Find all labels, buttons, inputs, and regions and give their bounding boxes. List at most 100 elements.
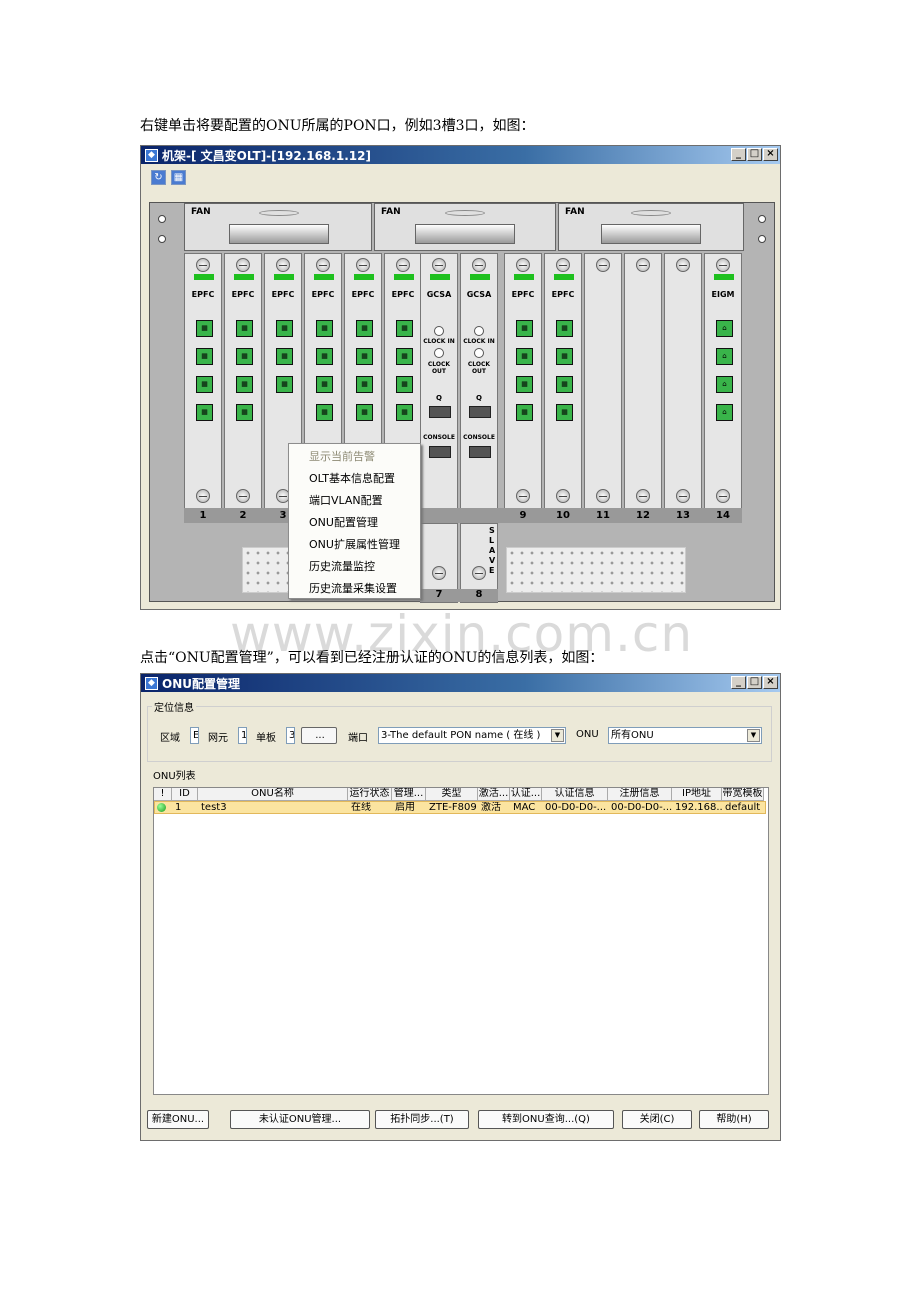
pon-port[interactable]: ▦ [196,348,213,365]
pon-port[interactable]: ▦ [196,376,213,393]
slot-3[interactable]: EPFC▦▦▦ [264,253,302,523]
fan-unit-3[interactable]: FAN [558,203,744,251]
slot-10[interactable]: EPFC▦▦▦▦ [544,253,582,523]
pon-port[interactable]: ▦ [516,320,533,337]
column-header[interactable]: 类型 [426,788,478,800]
menu-item-show-alarms[interactable]: 显示当前告警 [309,450,375,463]
pon-port[interactable]: ▦ [556,376,573,393]
minimize-button[interactable]: _ [731,148,746,161]
pon-port[interactable]: ▦ [516,404,533,421]
menu-item-onu-ext-attr[interactable]: ONU扩展属性管理 [309,538,400,551]
close-button[interactable]: × [763,148,778,161]
slot-13[interactable] [664,253,702,523]
pon-port[interactable]: ▦ [396,376,413,393]
pon-port[interactable]: ▦ [356,376,373,393]
pon-port[interactable]: ▦ [316,348,333,365]
close-button[interactable]: × [763,676,778,689]
rack-window-titlebar[interactable]: ◆ 机架-[ 文昌变OLT]-[192.168.1.12] _ □ × [141,146,780,164]
column-header[interactable]: IP地址 [672,788,722,800]
pon-port[interactable]: ▦ [276,348,293,365]
console-port[interactable] [469,446,491,458]
pon-port[interactable]: ▦ [356,320,373,337]
menu-item-olt-basic-config[interactable]: OLT基本信息配置 [309,472,395,485]
maximize-button[interactable]: □ [747,148,762,161]
pon-port[interactable]: ▦ [556,348,573,365]
pon-port[interactable]: ▦ [236,404,253,421]
slot-11[interactable] [584,253,622,523]
pon-port[interactable]: ▦ [516,376,533,393]
slot-2[interactable]: EPFC▦▦▦▦ [224,253,262,523]
column-header[interactable]: 认证... [510,788,542,800]
column-header[interactable]: ONU名称 [198,788,348,800]
pon-port[interactable]: ▦ [236,320,253,337]
board-field[interactable]: 3 [286,727,295,744]
chevron-down-icon[interactable]: ▼ [551,729,564,742]
clock-in-port[interactable] [474,326,484,336]
column-header[interactable]: ID [172,788,198,800]
refresh-icon[interactable]: ↻ [151,170,166,185]
pon-port[interactable]: ▦ [396,320,413,337]
region-field[interactable]: E [190,727,199,744]
column-header[interactable]: 认证信息 [542,788,608,800]
more-button[interactable]: ... [301,727,337,744]
column-header[interactable]: 管理... [392,788,426,800]
pon-port[interactable]: ▦ [516,348,533,365]
ge-port[interactable]: ⌂ [716,348,733,365]
slot-9[interactable]: EPFC▦▦▦▦ [504,253,542,523]
slot-1[interactable]: EPFC▦▦▦▦ [184,253,222,523]
pon-port[interactable]: ▦ [316,376,333,393]
minimize-button[interactable]: _ [731,676,746,689]
q-port[interactable] [469,406,491,418]
help-button[interactable]: 帮助(H) [699,1110,769,1129]
column-header[interactable]: 激活... [478,788,510,800]
pon-port[interactable]: ▦ [276,376,293,393]
column-header[interactable]: 带宽模板 [722,788,764,800]
slot-14[interactable]: EIGM⌂⌂⌂⌂ [704,253,742,523]
menu-item-history-traffic[interactable]: 历史流量监控 [309,560,375,573]
slot-8-lower[interactable]: SLAVE [460,523,498,603]
column-header[interactable]: 运行状态 [348,788,392,800]
pon-port[interactable]: ▦ [316,320,333,337]
pon-port[interactable]: ▦ [196,404,213,421]
pon-port[interactable]: ▦ [356,348,373,365]
column-header[interactable]: ! [154,788,172,800]
pon-port[interactable]: ▦ [316,404,333,421]
pon-port[interactable]: ▦ [276,320,293,337]
ge-port[interactable]: ⌂ [716,320,733,337]
pon-port[interactable]: ▦ [556,320,573,337]
fan-unit-1[interactable]: FAN [184,203,372,251]
pon-port[interactable]: ▦ [396,348,413,365]
pon-port[interactable]: ▦ [356,404,373,421]
clock-out-port[interactable] [474,348,484,358]
fan-unit-2[interactable]: FAN [374,203,556,251]
console-port[interactable] [429,446,451,458]
pon-port[interactable]: ▦ [236,376,253,393]
menu-item-port-vlan-config[interactable]: 端口VLAN配置 [309,494,383,507]
ge-port[interactable]: ⌂ [716,376,733,393]
menu-item-history-collect[interactable]: 历史流量采集设置 [309,582,397,595]
menu-item-onu-config[interactable]: ONU配置管理 [309,516,378,529]
pon-port[interactable]: ▦ [556,404,573,421]
new-onu-button[interactable]: 新建ONU... [147,1110,209,1129]
onu-window-titlebar[interactable]: ◆ ONU配置管理 _ □ × [141,674,780,692]
port-select[interactable]: 3-The default PON name ( 在线 ) ▼ [378,727,566,744]
ge-port[interactable]: ⌂ [716,404,733,421]
goto-onu-query-button[interactable]: 转到ONU查询...(Q) [478,1110,614,1129]
pon-port[interactable]: ▦ [236,348,253,365]
column-header[interactable]: 注册信息 [608,788,672,800]
clock-in-port[interactable] [434,326,444,336]
q-port[interactable] [429,406,451,418]
maximize-button[interactable]: □ [747,676,762,689]
slot-12[interactable] [624,253,662,523]
topo-sync-button[interactable]: 拓扑同步...(T) [375,1110,469,1129]
close-dialog-button[interactable]: 关闭(C) [622,1110,692,1129]
layout-icon[interactable]: ▦ [171,170,186,185]
unauth-onu-button[interactable]: 未认证ONU管理... [230,1110,370,1129]
pon-port[interactable]: ▦ [196,320,213,337]
chevron-down-icon[interactable]: ▼ [747,729,760,742]
pon-port[interactable]: ▦ [396,404,413,421]
clock-out-port[interactable] [434,348,444,358]
